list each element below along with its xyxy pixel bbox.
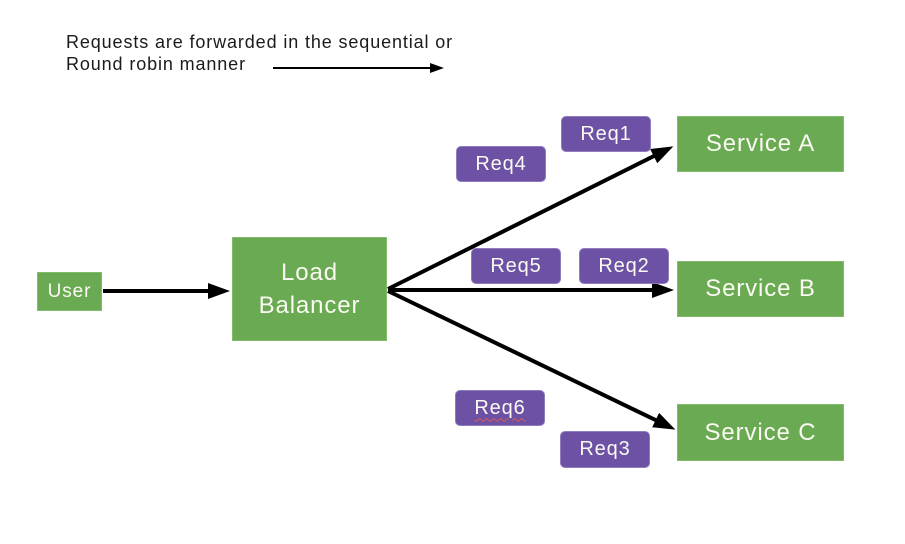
request-chip-req6[interactable]: Req6: [455, 390, 545, 426]
request-chip-req2-label: Req2: [598, 254, 650, 277]
request-chip-req6-label: Req6: [474, 396, 526, 419]
request-chip-req4[interactable]: Req4: [456, 146, 546, 182]
node-service-c-label: Service C: [704, 418, 817, 446]
node-user-label: User: [47, 280, 92, 302]
request-chip-req2[interactable]: Req2: [579, 248, 669, 284]
annotation-text[interactable]: Requests are forwarded in the sequential…: [66, 31, 453, 75]
request-chip-req1-label: Req1: [580, 122, 632, 145]
node-load-balancer-label: Load Balancer: [258, 259, 361, 319]
node-service-a[interactable]: Service A: [677, 116, 844, 172]
node-service-b-label: Service B: [705, 275, 816, 302]
node-service-b[interactable]: Service B: [677, 261, 844, 317]
node-load-balancer[interactable]: Load Balancer: [232, 237, 387, 341]
request-chip-req5-label: Req5: [490, 254, 542, 277]
request-chip-req4-label: Req4: [475, 152, 527, 175]
request-chip-req5[interactable]: Req5: [471, 248, 561, 284]
request-chip-req3[interactable]: Req3: [560, 431, 650, 468]
node-service-a-label: Service A: [705, 130, 816, 157]
node-service-c[interactable]: Service C: [677, 404, 844, 461]
annotation-line-2: Round robin manner: [66, 54, 246, 74]
node-user[interactable]: User: [37, 272, 102, 311]
annotation-line-1: Requests are forwarded in the sequential…: [66, 32, 454, 52]
request-chip-req1[interactable]: Req1: [561, 116, 651, 152]
request-chip-req3-label: Req3: [579, 438, 631, 460]
